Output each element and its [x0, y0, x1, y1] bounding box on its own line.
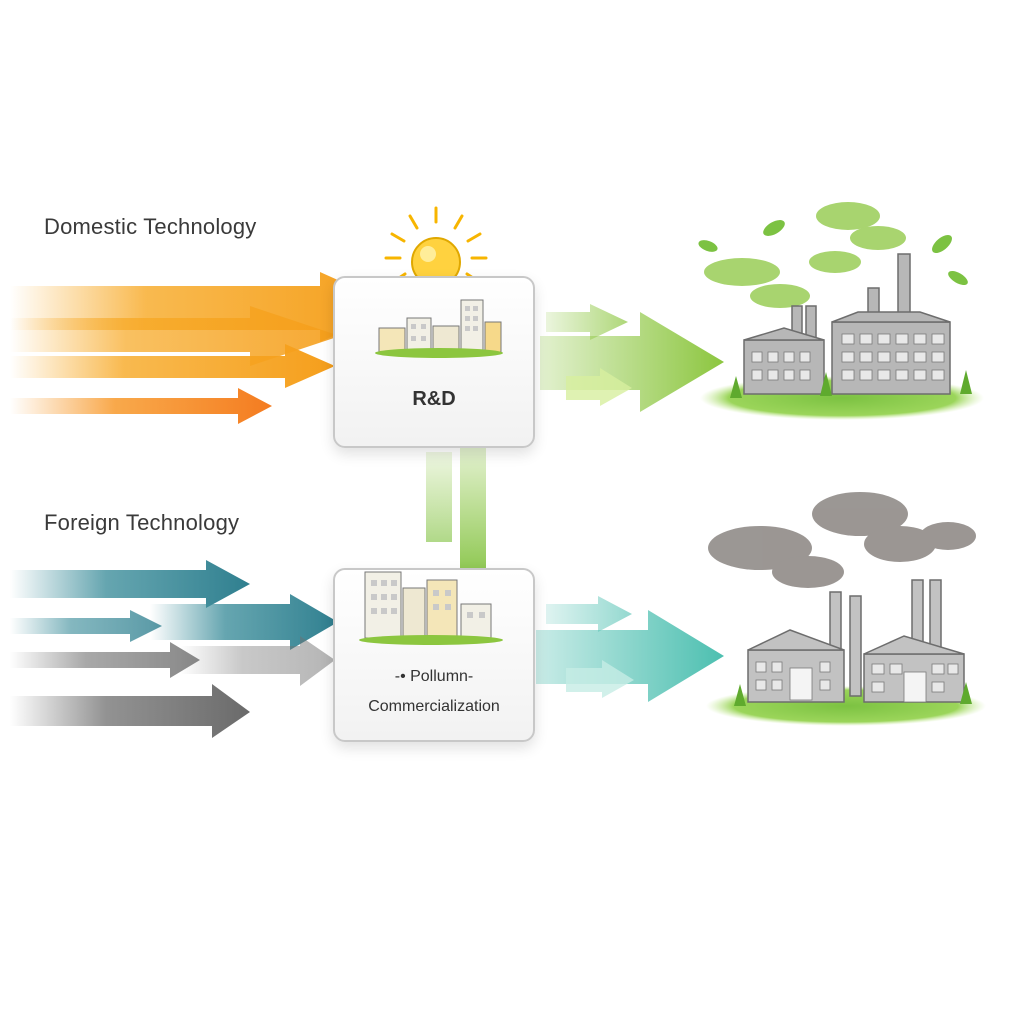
pollution-label: -• Pollumn- [394, 668, 474, 685]
commercialization-box: -• Pollumn- Commercialization [333, 568, 535, 742]
city-buildings-icon [359, 571, 503, 645]
city-buildings-icon [375, 299, 503, 358]
domestic-arrow-4 [10, 388, 272, 424]
foreign-technology-label: Foreign Technology [44, 510, 240, 535]
foreign-arrows [10, 560, 338, 738]
foreign-arrow-4 [10, 642, 200, 678]
foreign-arrow-1 [10, 560, 250, 608]
green-arrows [540, 304, 724, 412]
polluting-factory-icon [706, 492, 986, 726]
rnd-to-commercialization-arrow [426, 448, 498, 596]
lightbulb-icon [384, 206, 488, 299]
clean-factory-icon [698, 202, 984, 420]
green-arrow-low [566, 368, 632, 406]
commercialization-label: Commercialization [368, 698, 500, 715]
foreign-arrow-3 [10, 610, 162, 642]
rnd-box: R&D [333, 276, 535, 448]
foreign-arrow-2 [150, 594, 338, 650]
teal-arrow-low [566, 660, 634, 698]
domestic-arrow-3 [10, 344, 335, 388]
rnd-label: R&D [412, 388, 456, 410]
domestic-arrows [10, 272, 398, 424]
domestic-technology-label: Domestic Technology [44, 214, 257, 239]
foreign-arrow-5 [180, 636, 335, 686]
teal-arrows [536, 596, 724, 702]
green-arrow-small [546, 304, 628, 340]
domestic-arrow-2 [10, 306, 340, 366]
foreign-arrow-6 [10, 684, 250, 738]
teal-arrow-small [546, 596, 632, 632]
